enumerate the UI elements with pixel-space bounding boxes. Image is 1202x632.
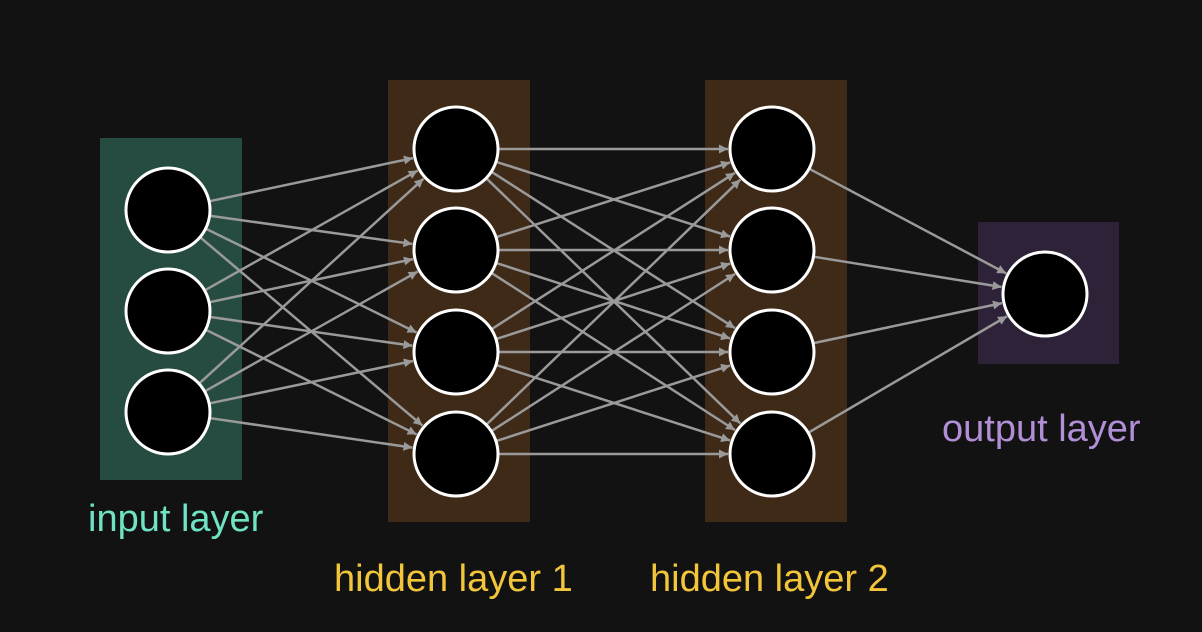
connection-hidden2-1-to-output-1 bbox=[808, 167, 1007, 275]
output-neuron-1 bbox=[1001, 250, 1089, 338]
connections bbox=[198, 144, 1008, 459]
hidden-layer-2-label: hidden layer 2 bbox=[650, 558, 889, 600]
hidden2-neuron-3 bbox=[728, 308, 816, 396]
hidden-layer-1-label: hidden layer 1 bbox=[334, 558, 573, 600]
connection-hidden1-2-to-hidden2-1 bbox=[495, 160, 731, 239]
connection-input-2-to-hidden1-1 bbox=[203, 169, 419, 292]
connection-hidden1-4-to-hidden2-3 bbox=[495, 363, 731, 443]
connection-hidden1-3-to-hidden2-1 bbox=[490, 171, 736, 331]
input-neuron-2 bbox=[124, 267, 212, 355]
hidden2-neuron-1 bbox=[728, 105, 816, 193]
input-neuron-3 bbox=[124, 368, 212, 456]
input-neuron-1 bbox=[124, 166, 212, 254]
connection-input-1-to-hidden1-1 bbox=[208, 155, 414, 203]
connection-hidden2-3-to-output-1 bbox=[812, 300, 1003, 345]
input-layer-label: input layer bbox=[88, 498, 264, 540]
connection-hidden1-4-to-hidden2-2 bbox=[490, 272, 736, 433]
output-layer-label: output layer bbox=[942, 408, 1141, 450]
hidden2-neuron-4 bbox=[728, 410, 816, 498]
hidden1-neuron-3 bbox=[412, 308, 500, 396]
hidden1-neuron-4 bbox=[412, 410, 500, 498]
connection-hidden2-4-to-output-1 bbox=[807, 315, 1008, 434]
connection-input-3-to-hidden1-2 bbox=[203, 270, 419, 393]
hidden2-neuron-2 bbox=[728, 206, 816, 294]
layer-panels bbox=[100, 80, 1119, 522]
connection-input-3-to-hidden1-1 bbox=[198, 177, 425, 385]
connection-hidden1-4-to-hidden2-1 bbox=[485, 178, 742, 426]
hidden1-neuron-1 bbox=[412, 105, 500, 193]
hidden1-neuron-2 bbox=[412, 206, 500, 294]
connection-input-3-to-hidden1-3 bbox=[208, 358, 414, 405]
connection-hidden2-2-to-output-1 bbox=[813, 255, 1002, 291]
connection-input-3-to-hidden1-4 bbox=[209, 416, 413, 451]
neurons bbox=[124, 105, 1089, 498]
